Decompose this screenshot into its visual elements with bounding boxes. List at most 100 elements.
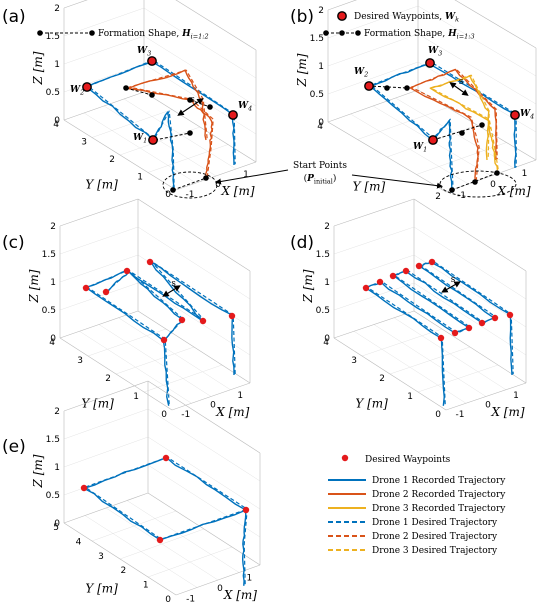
y-tick-label: 5 [53,523,59,533]
formation-link [451,172,498,191]
axis-frame-line [59,198,139,227]
y-axis-label: Y [m] [355,397,388,411]
x-axis-label: X [m] [220,184,254,198]
z-tick-label: 1 [50,278,56,288]
grid-line [143,35,257,107]
legend-entry-label: Drone 2 Desired Trajectory [372,532,498,542]
start-points-label: Start Points [293,161,347,171]
y-axis-label: Y [m] [353,180,386,194]
waypoint-label: W4 [238,101,252,113]
grid-line [63,35,145,65]
waypoint-marker [428,135,438,145]
spacing-arrow [441,281,461,293]
grid-line [59,226,139,255]
grid-line [63,7,145,37]
formation-link [172,177,207,191]
waypoint-marker [80,484,88,492]
formation-point [355,30,361,36]
x-tick-label: -1 [186,190,195,200]
waypoint-marker [362,284,370,292]
z-tick-label: 0.5 [316,306,330,316]
axis-frame-line [63,91,145,121]
axis-frame-line [445,159,537,193]
axis-frame-line [175,161,257,191]
grid-line [417,33,537,105]
waypoint-marker [156,536,164,544]
axis-frame-line [137,310,251,384]
grid-line [393,317,507,390]
waypoint-marker [506,311,514,319]
waypoint-marker [148,135,158,145]
panel-label: (c) [2,233,25,253]
grid-line [327,33,419,67]
axis-frame-line [327,0,358,11]
z-tick-label: 0 [324,334,330,344]
y-tick-label: 0 [165,190,171,200]
y-tick-label: 2 [120,566,126,576]
y-tick-label: 4 [49,338,55,348]
legend-waypoints-label: Desired Waypoints [365,455,451,465]
x-tick-label: -1 [186,595,195,605]
axis-frame-line [63,522,177,596]
z-tick-label: 1.5 [42,250,56,260]
waypoint-marker [428,258,436,266]
x-axis-label: X [m] [496,184,530,198]
y-tick-label: 0 [435,410,441,420]
formation-point [479,122,485,128]
panel-label: (e) [2,437,26,457]
z-tick-label: 1.5 [46,435,60,445]
z-tick-label: 0.5 [46,88,60,98]
y-tick-label: 4 [317,122,323,132]
y-tick-label: 1 [407,392,413,402]
formation-point [404,85,410,91]
waypoint-label: W3 [428,46,442,58]
x-tick-label: 1 [237,391,243,401]
waypoint-marker [510,110,520,120]
formation-point [472,179,478,185]
z-tick-label: 0.5 [46,491,60,501]
z-tick-label: 2 [54,4,60,14]
start-points-ellipse [439,170,517,198]
drone1-recorded-line [369,63,517,193]
waypoint-marker [123,267,131,275]
grid-line [361,328,443,357]
z-tick-label: 1.5 [46,32,60,42]
z-tick-label: 0.5 [310,90,324,100]
grid-line [147,408,261,482]
drone1-desired-line [370,61,517,192]
formation-link [154,132,191,141]
y-tick-label: 0 [165,595,171,605]
legend-entry-label: Drone 3 Desired Trajectory [372,546,498,556]
axis-frame-line [413,198,527,272]
x-axis-label: X [m] [223,588,257,602]
drone1-leg-recorded-line [106,271,184,341]
start-points-arrow-right [351,174,443,189]
y-tick-label: 1 [143,581,149,591]
axis-frame-line [413,310,527,384]
z-tick-label: 0 [318,118,324,128]
drone3-desired-line [430,74,499,170]
waypoint-marker [478,319,486,327]
formation-point [149,92,155,98]
z-axis-label: Z [m] [31,454,45,488]
y-tick-label: 1 [133,392,139,402]
z-tick-label: 0.5 [42,306,56,316]
z-tick-label: 0 [54,116,60,126]
axis-frame-line [63,492,149,524]
axis-frame-line [147,380,261,454]
waypoint-marker [160,336,168,344]
grid-line [63,408,149,440]
y-tick-label: 0 [161,410,167,420]
waypoint-marker [228,312,236,320]
x-tick-label: 0 [215,180,221,190]
grid-line [333,226,415,255]
y-axis-label: Y [m] [85,582,118,596]
x-tick-label: -1 [181,410,190,420]
axis-frame-line [137,198,251,272]
y-tick-label: 3 [351,356,357,366]
grid-line [417,5,537,77]
grid-line [126,500,240,573]
waypoint-marker [162,454,170,462]
